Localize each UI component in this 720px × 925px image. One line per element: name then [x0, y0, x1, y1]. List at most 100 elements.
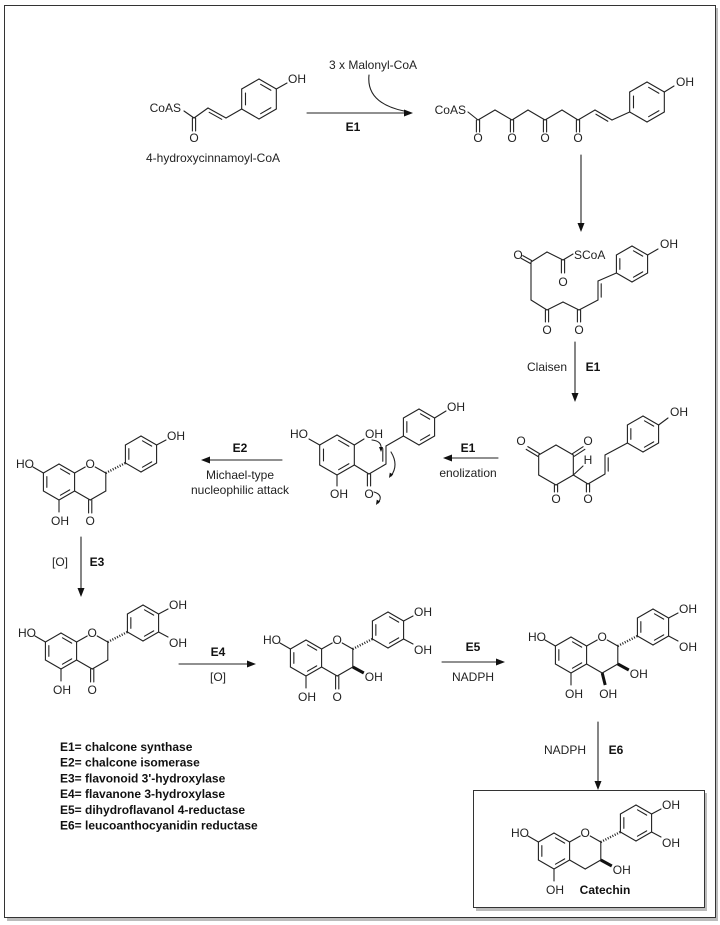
hydroxyl-label: OH	[288, 72, 306, 86]
bond	[388, 616, 400, 623]
carbonyl-oxygen-label: O	[507, 131, 516, 145]
bond	[617, 662, 630, 672]
carbonyl-oxygen-label: O	[88, 683, 97, 697]
bond	[635, 831, 653, 842]
carbonyl-oxygen-label: O	[574, 323, 583, 337]
enzyme-e2-label: E2	[233, 441, 248, 455]
carbonyl-oxygen-label: O	[516, 434, 525, 448]
bond	[275, 82, 288, 90]
hydroxyl-label: OH	[53, 683, 71, 697]
arrow-e6	[594, 721, 602, 790]
arrow-enolization	[443, 454, 499, 462]
bond	[646, 81, 665, 93]
bond	[387, 611, 405, 622]
bond	[58, 463, 76, 474]
bond	[632, 271, 644, 278]
bond	[76, 659, 93, 670]
bond	[538, 474, 557, 486]
bond	[91, 659, 109, 670]
bond	[418, 435, 436, 446]
bond	[555, 474, 574, 486]
bond	[368, 463, 387, 475]
bond	[142, 604, 160, 615]
bond	[434, 410, 447, 419]
bond	[353, 438, 365, 446]
bond	[260, 107, 272, 115]
bond	[600, 830, 621, 844]
bond	[258, 108, 277, 120]
carbonyl-oxygen-label: O	[364, 487, 373, 501]
arrowhead-icon	[577, 223, 585, 232]
bond	[419, 413, 431, 420]
bond	[577, 109, 596, 121]
hydroxyl-label: OH	[447, 400, 465, 414]
bond	[635, 804, 653, 815]
carbonyl-oxygen-label: O	[542, 323, 551, 337]
hydroxyl-label: OH	[660, 237, 678, 251]
bond	[569, 859, 586, 870]
bond	[646, 111, 665, 123]
bond	[107, 630, 128, 644]
bond	[341, 642, 354, 650]
legend-item: E6= leucoanthocyanidin reductase	[60, 819, 258, 833]
ring-oxygen-label: O	[333, 633, 342, 647]
bond	[124, 435, 142, 446]
bond	[511, 109, 529, 121]
carbonyl-oxygen-label: O	[189, 131, 198, 145]
bond	[652, 608, 670, 619]
bond	[554, 837, 566, 844]
bond	[141, 440, 153, 447]
bond	[140, 462, 158, 473]
bond	[124, 462, 142, 473]
bond	[537, 832, 555, 843]
bond	[668, 612, 679, 619]
bond	[584, 859, 602, 870]
bond	[527, 109, 546, 121]
oxidation-label: [O]	[210, 670, 226, 684]
bond	[636, 809, 648, 816]
bond	[336, 464, 355, 476]
arrowhead-icon	[443, 454, 452, 462]
bond	[636, 830, 648, 837]
bond	[626, 442, 644, 453]
hydroxyl-label: OH	[169, 636, 187, 650]
bond	[636, 608, 654, 619]
bond	[606, 639, 619, 647]
bond	[546, 301, 564, 311]
hydroxyl-label: OH	[613, 863, 631, 877]
bond	[658, 417, 669, 426]
bond	[418, 408, 436, 419]
arrow-claisen	[571, 341, 579, 402]
bond	[615, 245, 633, 256]
bond	[578, 299, 599, 311]
arrowhead-icon	[247, 660, 256, 668]
hydroxyl-label: OH	[365, 427, 383, 441]
ring-oxygen-label: O	[581, 826, 590, 840]
bond	[207, 107, 227, 119]
bond	[647, 248, 659, 256]
ring-oxygen-label: O	[86, 457, 95, 471]
bond	[403, 615, 414, 622]
bond	[402, 408, 420, 419]
carbonyl-oxygen-label: O	[583, 434, 592, 448]
bond	[336, 434, 355, 446]
bond	[594, 109, 613, 121]
bond	[477, 109, 496, 121]
hydroxyl-label: OH	[630, 667, 648, 681]
bond	[561, 109, 579, 121]
hydroxyl-label: OH	[167, 429, 185, 443]
catechin-label: Catechin	[580, 883, 631, 897]
hydroxyl-label: OH	[599, 687, 617, 701]
bond	[555, 444, 574, 456]
bond	[105, 461, 126, 475]
hydroxyl-label: OH	[414, 643, 432, 657]
bond	[530, 251, 548, 263]
hydroxyl-label: OH	[169, 598, 187, 612]
bond	[553, 859, 571, 870]
hydroxyl-label: HO	[16, 457, 34, 471]
bond	[553, 832, 571, 843]
bond	[44, 632, 62, 643]
arrowhead-icon	[496, 658, 505, 666]
bond	[663, 85, 675, 93]
